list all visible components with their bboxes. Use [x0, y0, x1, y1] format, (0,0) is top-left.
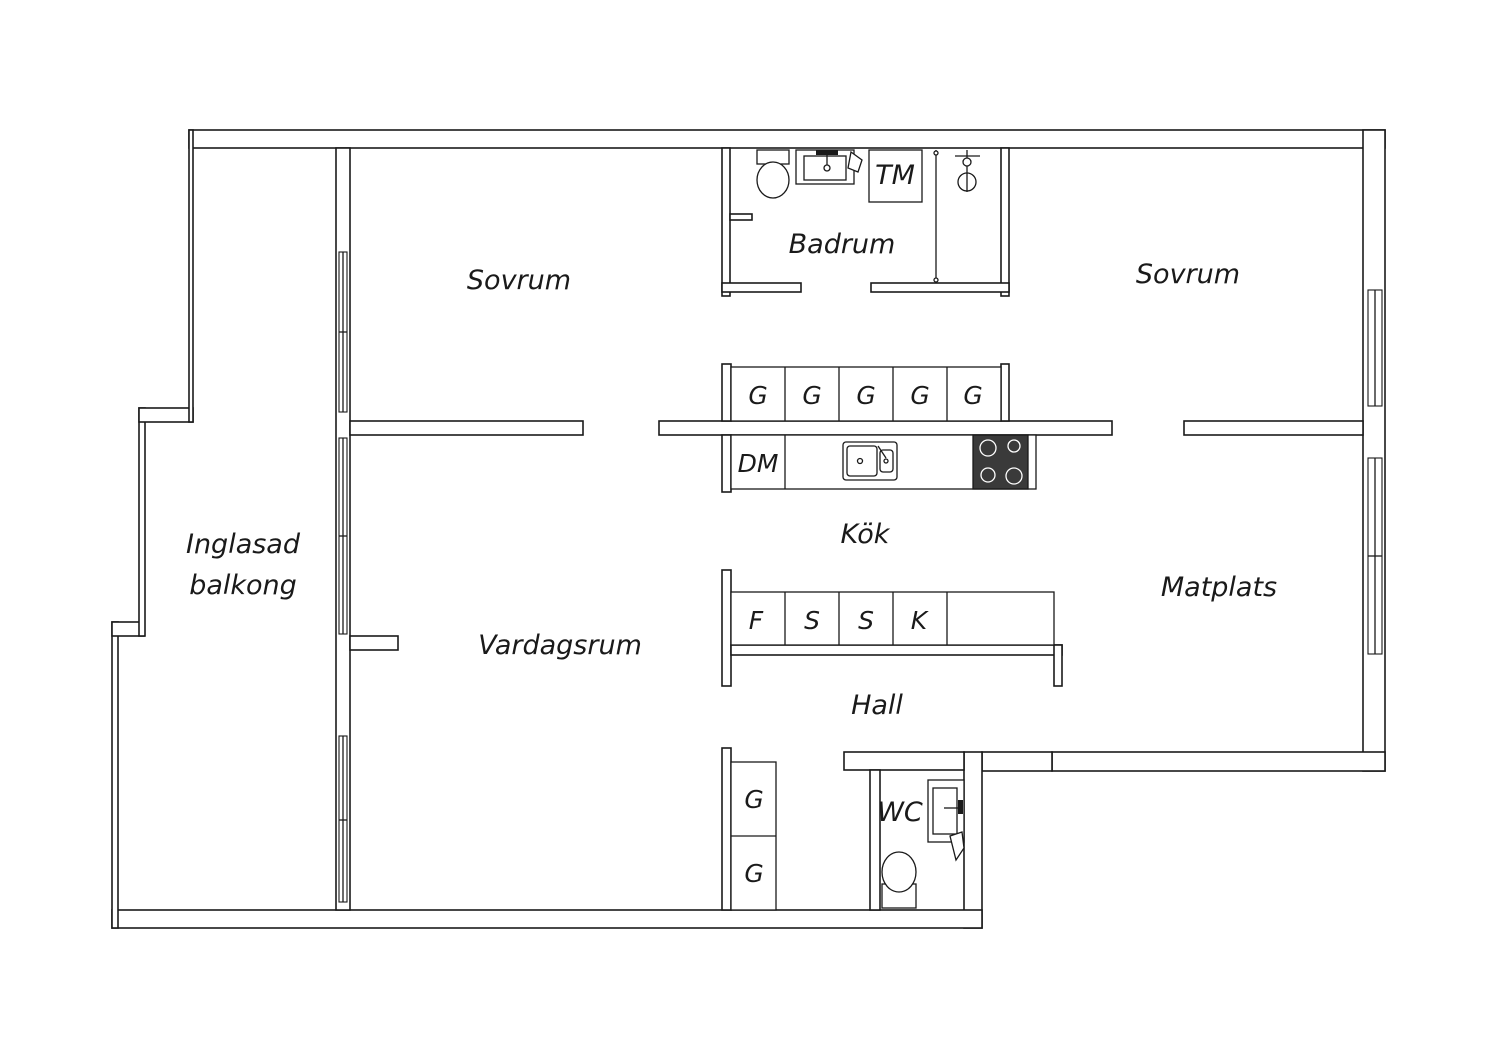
- label-kok: Kök: [841, 519, 891, 550]
- room-labels: Sovrum Badrum TM Sovrum Inglasad balkong…: [186, 160, 1277, 828]
- label-badrum: Badrum: [789, 229, 896, 260]
- hall-wardrobes: [730, 591, 1055, 911]
- cabinet-upper-1: G: [748, 381, 767, 410]
- cabinet-hall-2: G: [744, 859, 763, 888]
- stove-icon: [972, 434, 1029, 490]
- toilet-icon: [756, 161, 790, 199]
- washing-machine-box: [868, 149, 923, 203]
- cabinet-dishwasher: DM: [738, 449, 779, 478]
- label-wc: WC: [877, 797, 923, 828]
- wc-faucet-icon: [949, 831, 965, 862]
- bathroom-fixtures: [756, 149, 980, 283]
- cabinet-lower-1: F: [749, 606, 764, 635]
- cabinet-upper-3: G: [856, 381, 875, 410]
- label-hall: Hall: [851, 690, 903, 721]
- wc-toilet-icon: [881, 851, 917, 893]
- cabinet-hall-1: G: [744, 785, 763, 814]
- label-tm: TM: [875, 160, 915, 191]
- wc-fixtures: [881, 779, 965, 909]
- kitchen-upper-cabinets: [730, 366, 1002, 422]
- faucet-icon: [847, 150, 863, 173]
- kitchen-sink-icon: [842, 441, 898, 481]
- windows: [338, 251, 1383, 903]
- label-matplats: Matplats: [1161, 572, 1277, 603]
- label-sovrum-right: Sovrum: [1136, 259, 1240, 290]
- kitchen-counter: [730, 434, 1037, 490]
- cabinet-labels: G G G G G DM F S S K G G: [738, 381, 983, 888]
- label-balkong-1: Inglasad: [186, 529, 301, 560]
- cabinet-lower-2: S: [804, 606, 820, 635]
- label-sovrum-left: Sovrum: [467, 265, 571, 296]
- cabinet-lower-4: K: [911, 606, 930, 635]
- cabinet-lower-3: S: [858, 606, 874, 635]
- cabinet-upper-4: G: [910, 381, 929, 410]
- cabinet-upper-5: G: [963, 381, 982, 410]
- label-vardagsrum: Vardagsrum: [478, 630, 642, 661]
- label-balkong-2: balkong: [189, 570, 297, 601]
- cabinet-upper-2: G: [802, 381, 821, 410]
